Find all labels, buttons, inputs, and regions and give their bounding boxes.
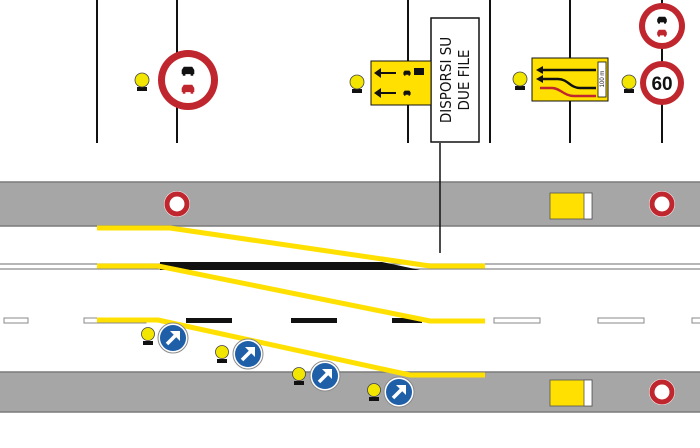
no-overtaking-sign [158, 50, 218, 110]
yellow-barrier-board [549, 192, 593, 220]
upper-road-band [0, 181, 700, 227]
keep-right-signs [157, 322, 415, 408]
text-panel-sign: DISPORSI SU DUE FILE [430, 17, 480, 143]
red-ring-markers [164, 191, 675, 405]
lane-reduction-sign [370, 60, 432, 106]
red-ring-marker [649, 379, 675, 405]
middle-taper-line [97, 263, 485, 324]
merge-direction-sign: 100 m [531, 57, 609, 102]
yellow-barrier-boards [549, 192, 593, 407]
text-panel-line-1: DISPORSI SU [437, 37, 455, 123]
warning-lamp [512, 71, 528, 90]
warning-lamp [292, 367, 306, 385]
red-ring-marker [164, 191, 190, 217]
obsolete-edge-marking [160, 262, 420, 270]
lower-road-band [0, 371, 700, 413]
speed-limit-value: 60 [651, 74, 672, 95]
truck-icon [414, 68, 424, 75]
warning-lamps [134, 71, 637, 401]
text-panel-line-2: DUE FILE [455, 50, 473, 111]
warning-lamp [367, 383, 381, 401]
keep-right-sign [309, 360, 341, 392]
distance-plate-text: 100 m [600, 71, 606, 88]
red-ring-marker [649, 191, 675, 217]
lower-taper-line [97, 317, 485, 378]
keep-right-sign [232, 338, 264, 370]
warning-lamp [349, 74, 365, 93]
warning-lamp [141, 327, 155, 345]
warning-lamp [134, 72, 150, 91]
warning-lamp [215, 345, 229, 363]
keep-right-sign [383, 376, 415, 408]
yellow-barrier-board [549, 379, 593, 407]
upper-taper-line [97, 225, 485, 269]
speed-limit-sign: 60 [640, 61, 684, 105]
keep-right-sign [157, 322, 189, 354]
no-overtaking-sign [639, 3, 685, 49]
warning-lamp [621, 74, 637, 93]
yellow-temporary-markings [97, 225, 485, 378]
